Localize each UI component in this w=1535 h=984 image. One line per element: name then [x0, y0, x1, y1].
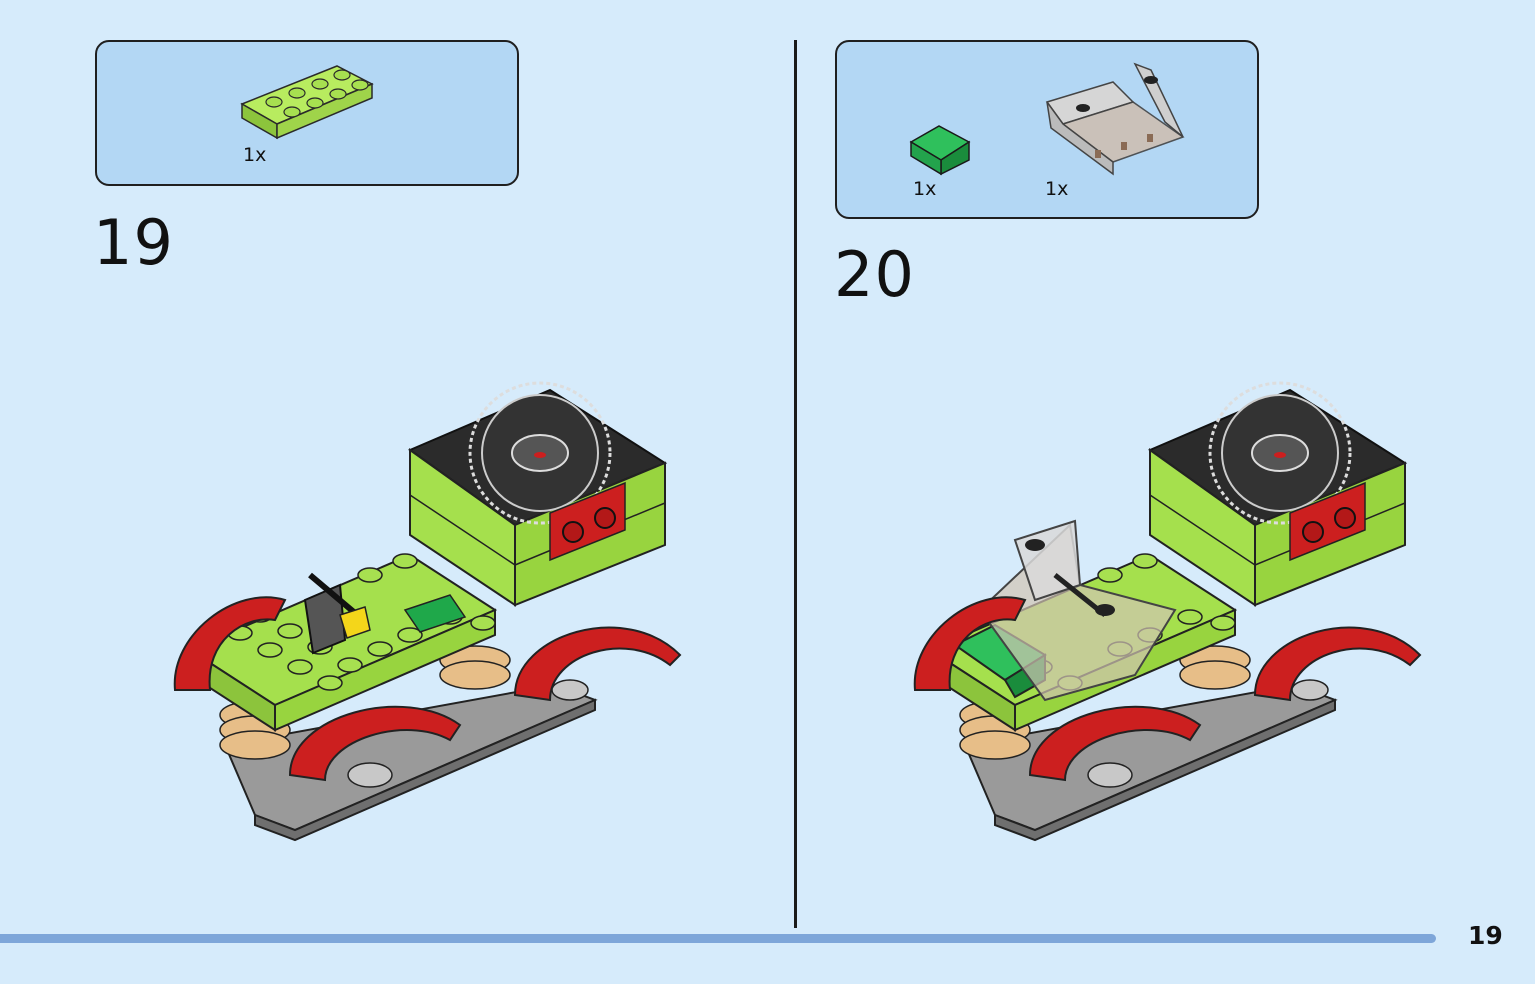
part-quantity: 1x — [913, 178, 937, 200]
green-slope-icon — [909, 125, 971, 176]
part-quantity: 1x — [243, 144, 267, 166]
parts-callout-step-20: 1x 1x — [835, 40, 1259, 219]
part-quantity: 1x — [1045, 178, 1069, 200]
lime-plate-2x4-icon — [240, 65, 374, 140]
step-divider — [794, 40, 797, 928]
truck-model-step-20 — [913, 381, 1422, 842]
step-number: 20 — [834, 238, 915, 311]
step-number: 19 — [93, 206, 174, 279]
page-number: 19 — [1468, 921, 1503, 950]
page-progress-bar — [0, 934, 1436, 943]
truck-model-step-19 — [173, 381, 682, 842]
parts-callout-step-19: 1x — [95, 40, 519, 186]
windscreen-icon — [1045, 62, 1185, 176]
